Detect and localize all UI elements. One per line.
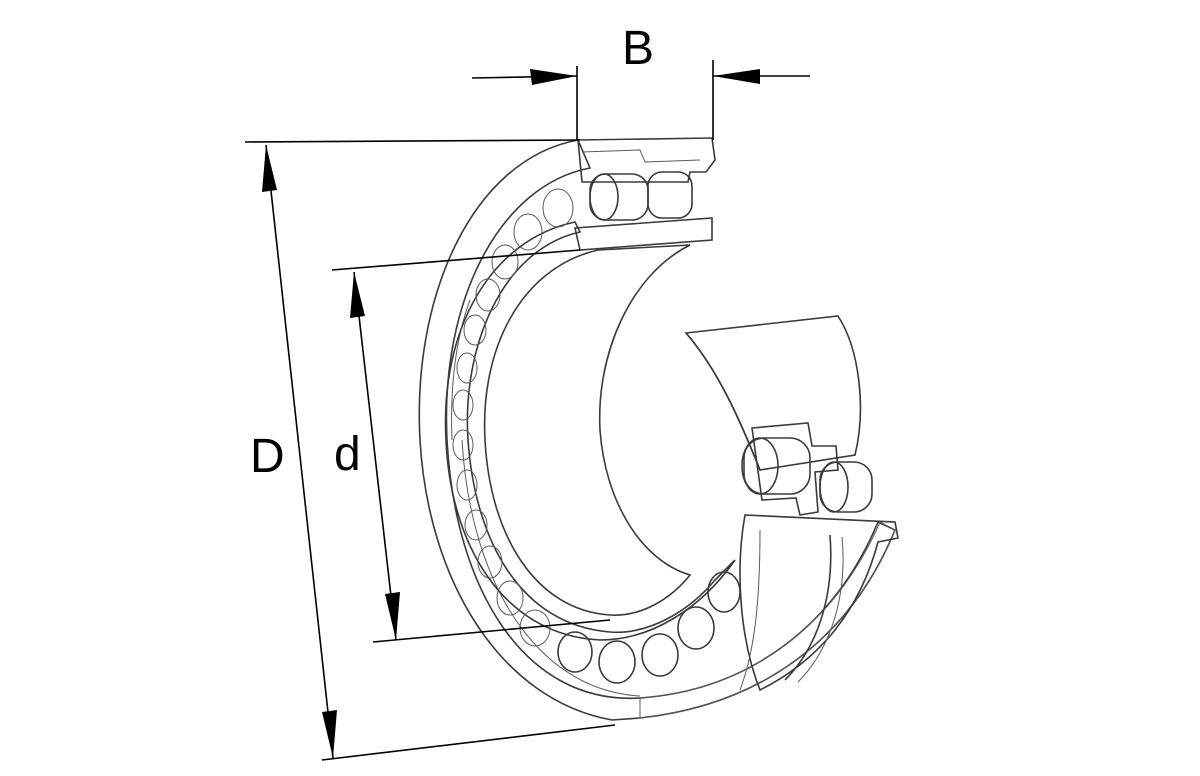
b-arrow-right <box>713 69 760 84</box>
d-bore-dimension-line <box>353 271 397 641</box>
roller-pair-top <box>589 171 693 221</box>
b-label: B <box>622 22 654 75</box>
dimension-d-outer: D <box>244 139 616 761</box>
outer-ring <box>418 139 897 721</box>
outer-ring-section-top <box>577 137 716 183</box>
d-outer-arrow-bottom <box>322 710 337 758</box>
dimension-d-bore: d <box>331 249 611 643</box>
d-bore-arrow-bottom <box>385 592 400 640</box>
d-bore-extension-top <box>331 249 581 271</box>
cut-section-right <box>684 315 899 692</box>
d-outer-label: D <box>250 430 285 483</box>
inner-ring <box>444 217 736 641</box>
dimension-b: B <box>471 22 810 140</box>
d-bore-extension-bottom <box>372 619 611 643</box>
d-bore-label: d <box>334 428 361 481</box>
b-arrow-left <box>530 69 577 85</box>
roller-row-left <box>452 188 574 647</box>
d-outer-extension-bottom <box>321 724 616 761</box>
d-outer-extension-top <box>244 139 581 143</box>
d-outer-arrow-top <box>262 145 277 192</box>
d-outer-dimension-line <box>265 144 334 759</box>
roller-row-bottom <box>557 571 741 684</box>
d-bore-arrow-top <box>350 272 365 318</box>
